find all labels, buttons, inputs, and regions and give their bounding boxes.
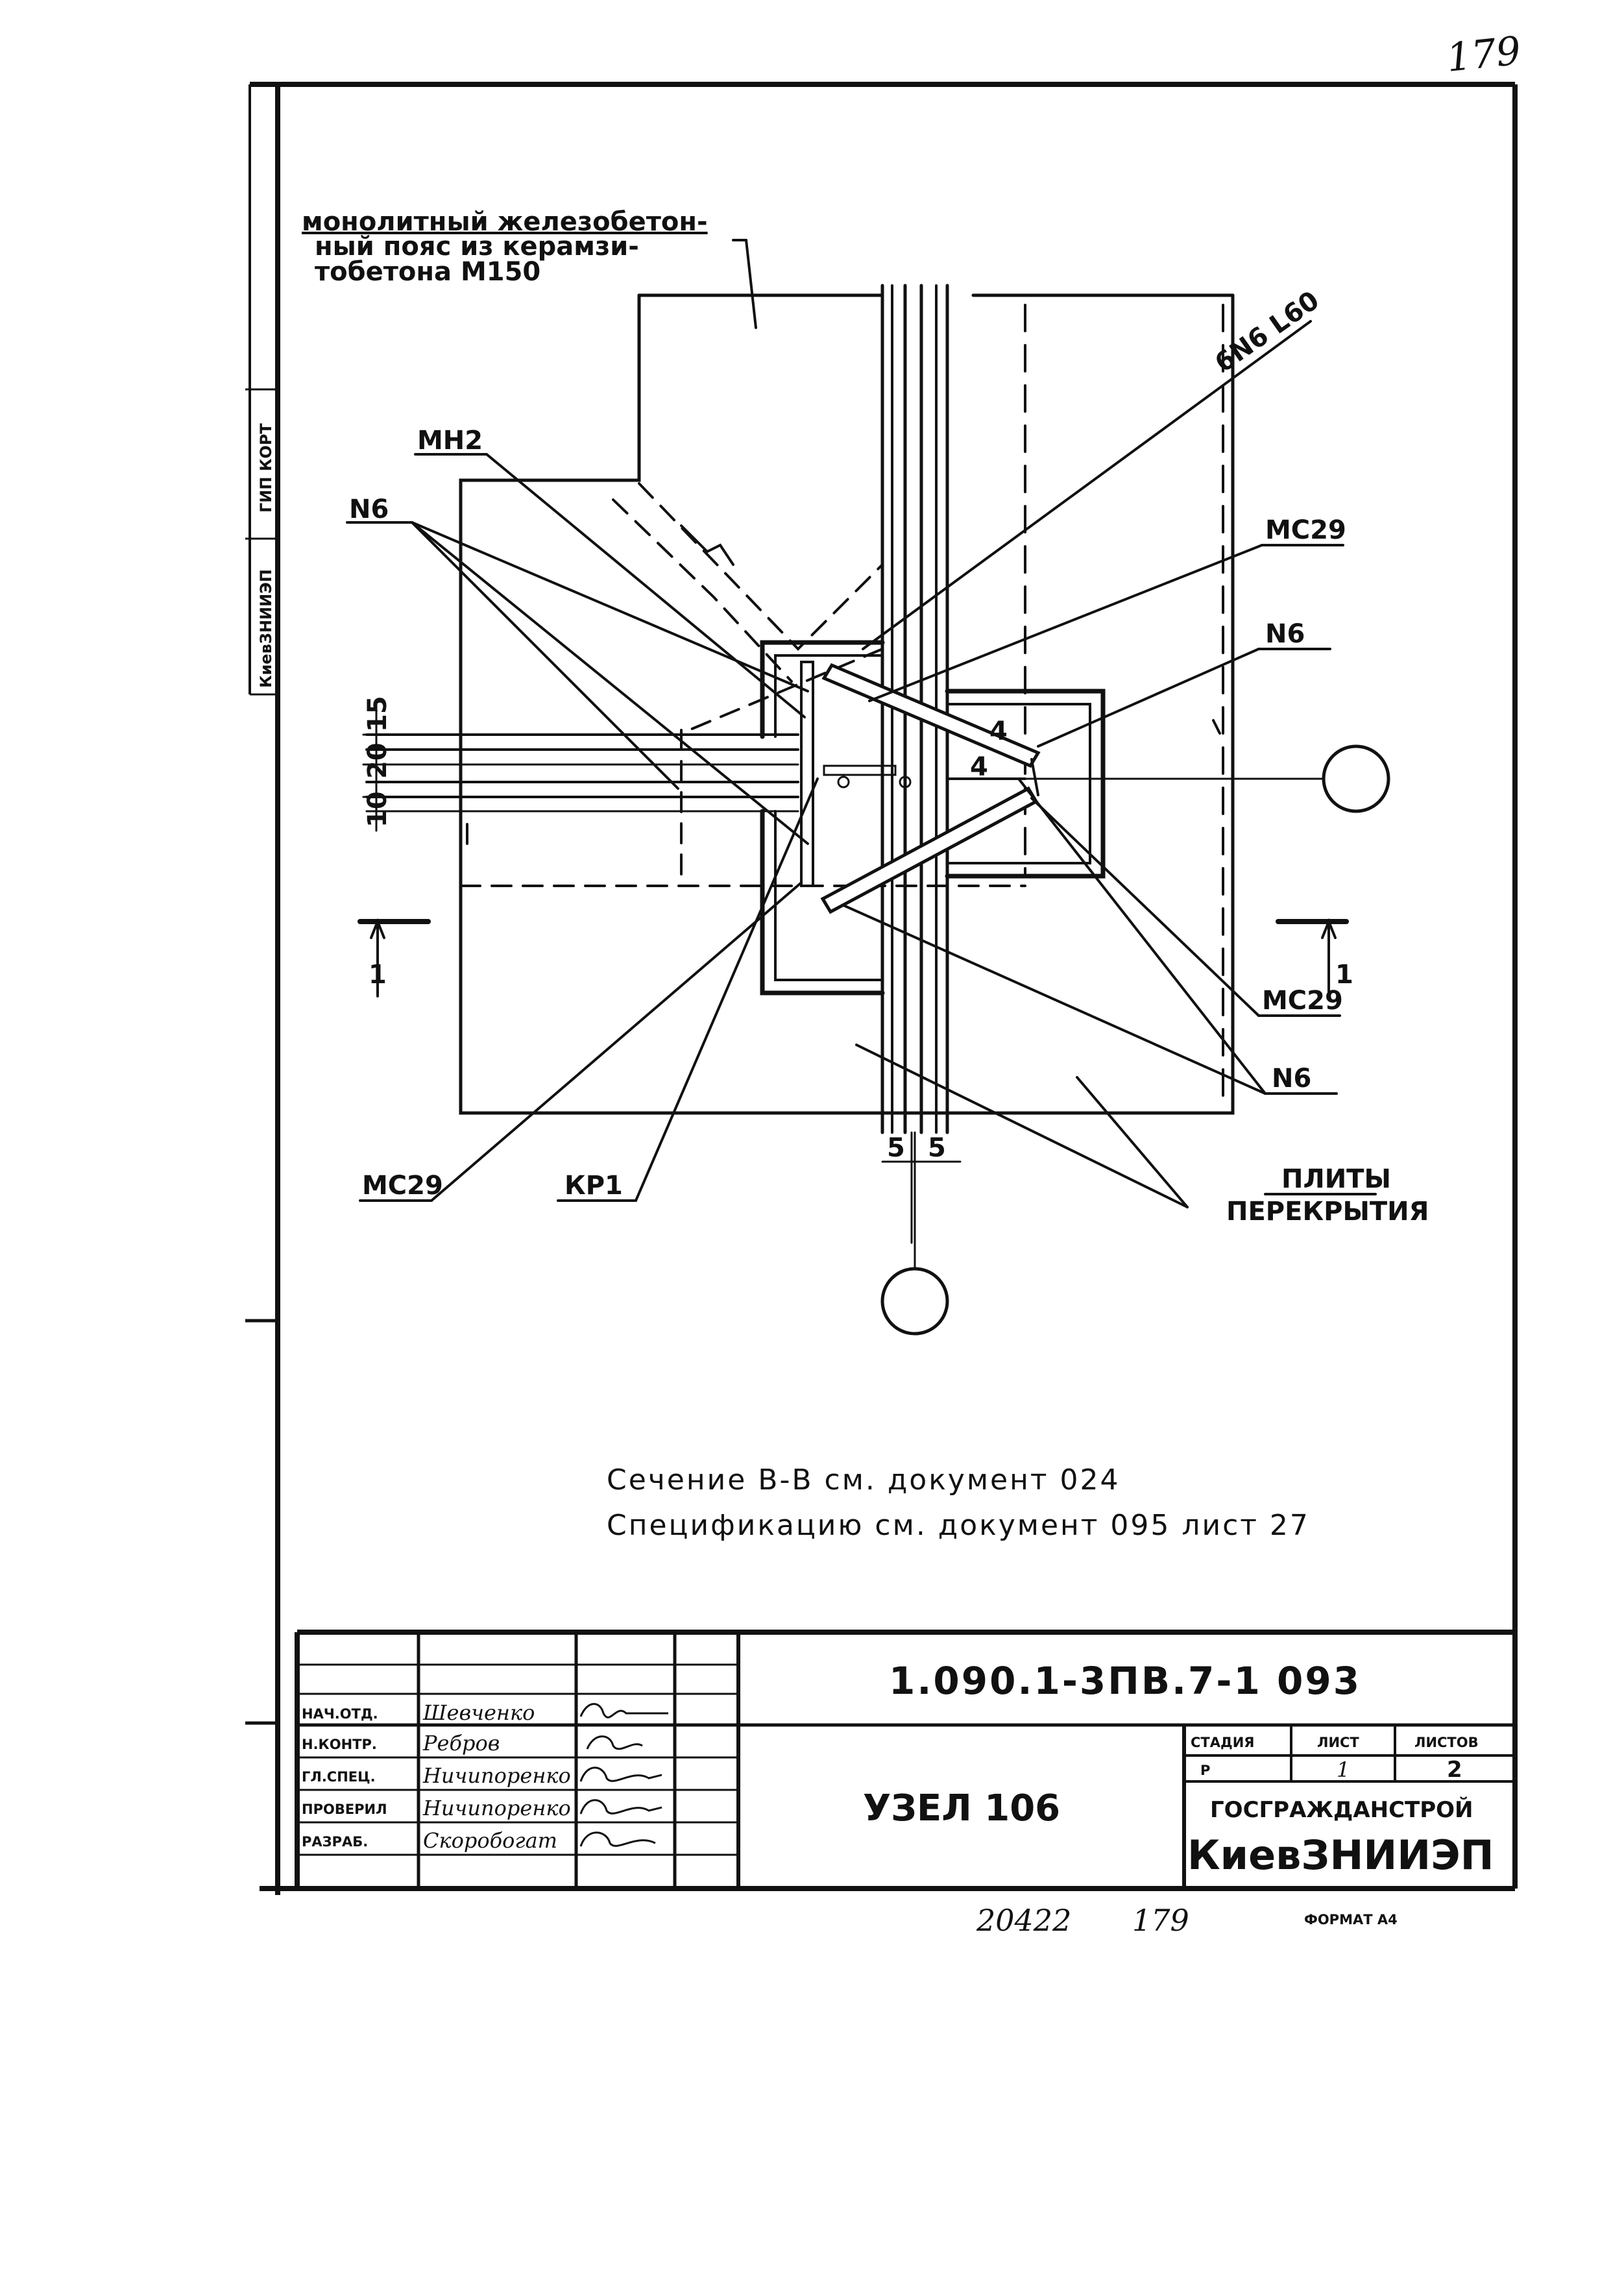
belt-note: монолитный железобетон- ный пояс из кера…	[302, 207, 708, 287]
doc-code: 1.090.1-3ПВ.7-1 093	[889, 1659, 1361, 1703]
section-mark-right	[1276, 918, 1349, 997]
axis-bubble-right	[1322, 744, 1390, 813]
label-kr1: КР1	[564, 1171, 623, 1201]
staff-role: ПРОВЕРИЛ	[302, 1802, 387, 1817]
staff-row: ГЛ.СПЕЦ. Ничипоренко	[302, 1763, 662, 1788]
margin-stamp-team: ГИП КОРТ	[257, 423, 275, 513]
label-mc29-right: МС29	[1262, 986, 1343, 1016]
belt-outline	[459, 293, 1235, 1115]
sheets-value: 2	[1447, 1757, 1462, 1783]
staff-role: РАЗРАБ.	[302, 1834, 368, 1850]
belt-note-line2: ный пояс из керамзи-	[315, 232, 639, 262]
staff-role: НАЧ.ОТД.	[302, 1706, 378, 1722]
dim-5a: 5	[887, 1133, 905, 1163]
sheet-value: 1	[1337, 1757, 1350, 1782]
stage-header: СТАДИЯ	[1191, 1735, 1254, 1750]
title-block	[295, 1630, 1515, 1889]
signature	[586, 1735, 643, 1750]
archive-page: 179	[1132, 1903, 1189, 1938]
label-plates-1: ПЛИТЫ	[1281, 1164, 1391, 1194]
org-line1: ГОСГРАЖДАНСТРОЙ	[1210, 1796, 1473, 1823]
label-mc29-top: МС29	[1265, 515, 1346, 545]
corner-sheet-number: 179	[1444, 28, 1523, 81]
belt-note-line1: монолитный железобетон-	[302, 207, 708, 237]
sheet-header: ЛИСТ	[1317, 1735, 1359, 1750]
staff-row: НАЧ.ОТД. Шевченко	[302, 1700, 668, 1725]
belt-note-line3: тобетона М150	[315, 257, 540, 287]
weld-mark-b: 4	[970, 752, 988, 782]
axis-bubble-bottom	[880, 1267, 949, 1336]
label-n6-left: N6	[349, 495, 389, 524]
staff-row: РАЗРАБ. Скоробогат	[302, 1828, 656, 1853]
format-label: ФОРМАТ А4	[1304, 1912, 1398, 1927]
margin-stamp-org: КиевЗНИИЭП	[257, 569, 275, 688]
section-label-right: 1	[1335, 960, 1353, 990]
note-section: Сечение В-В см. документ 024	[607, 1463, 1120, 1497]
label-mc29-bottom: МС29	[362, 1171, 443, 1201]
floor-slab	[365, 719, 1325, 845]
staff-name: Скоробогат	[423, 1828, 557, 1853]
org-line2: КиевЗНИИЭП	[1187, 1831, 1494, 1879]
staff-row: ПРОВЕРИЛ Ничипоренко	[302, 1796, 662, 1820]
label-plates-2: ПЕРЕКРЫТИЯ	[1226, 1197, 1429, 1227]
dim-10: 10	[363, 791, 393, 827]
leader-lines	[346, 239, 1377, 1208]
signature	[579, 1703, 668, 1718]
label-6n6: 6N6 L60	[1209, 286, 1324, 378]
signature	[579, 1767, 662, 1782]
signature	[579, 1799, 662, 1815]
sheets-header: ЛИСТОВ	[1414, 1735, 1479, 1750]
staff-role: ГЛ.СПЕЦ.	[302, 1769, 376, 1785]
diagonal-bars	[820, 663, 1041, 914]
note-spec: Спецификацию см. документ 095 лист 27	[607, 1509, 1310, 1542]
label-n6-lower: N6	[1272, 1064, 1311, 1094]
section-label-left: 1	[369, 960, 387, 990]
dim-15: 15	[363, 696, 393, 732]
archive-number: 20422	[976, 1903, 1071, 1938]
sheet-frame	[245, 82, 1518, 1895]
label-mn2: МН2	[417, 426, 483, 456]
signature	[579, 1831, 656, 1847]
staff-role: Н.КОНТР.	[302, 1737, 377, 1752]
dim-20: 20	[363, 742, 393, 779]
node-drawing	[346, 239, 1390, 1336]
staff-name: Ничипоренко	[422, 1796, 571, 1820]
embedded-part-right	[945, 689, 1106, 879]
column	[880, 284, 962, 1244]
label-n6-right: N6	[1265, 619, 1305, 649]
doc-title: УЗЕЛ 106	[863, 1787, 1060, 1829]
dim-5b: 5	[928, 1133, 946, 1163]
staff-name: Ребров	[422, 1731, 500, 1755]
section-mark-left	[358, 918, 431, 997]
staff-name: Шевченко	[422, 1700, 535, 1725]
weld-mark-a: 4	[989, 716, 1008, 746]
staff-row: Н.КОНТР. Ребров	[302, 1731, 643, 1755]
stage-value: Р	[1200, 1763, 1210, 1778]
embedded-part-left	[760, 640, 897, 996]
staff-name: Ничипоренко	[422, 1763, 571, 1788]
margin-stamp: КиевЗНИИЭП ГИП КОРТ	[257, 423, 275, 688]
